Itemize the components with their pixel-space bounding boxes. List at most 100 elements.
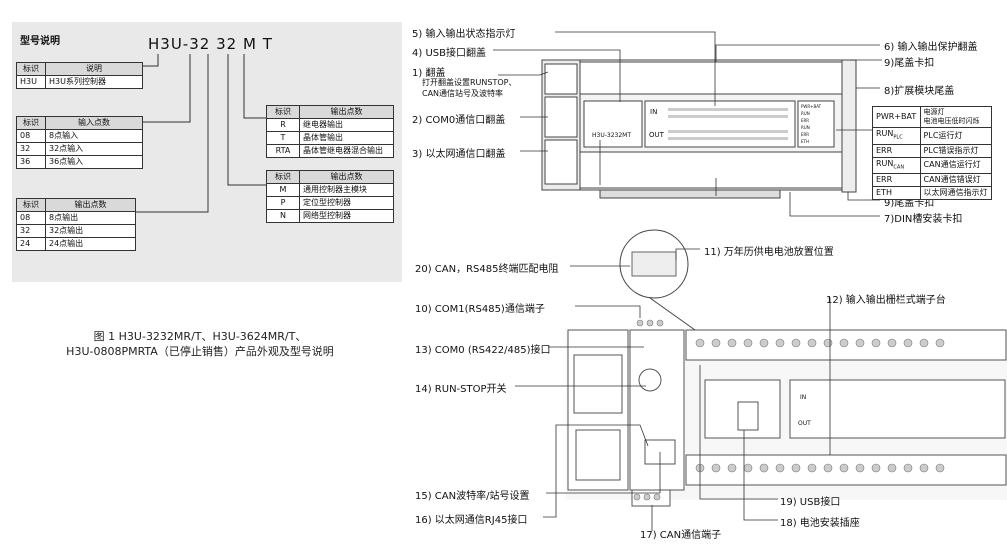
cell: PWR+BAT: [872, 106, 921, 128]
label-tail-clip-top: 9)尾盖卡扣: [884, 58, 935, 69]
cell: ETH: [872, 186, 921, 201]
model-prefix: H3U-: [148, 35, 190, 53]
input-header-id: 标识: [16, 116, 46, 130]
model-part-type: M: [242, 35, 257, 53]
series-cell-desc: H3U系列控制器: [45, 75, 143, 89]
cell: 36: [16, 155, 46, 169]
figure-caption-line2: H3U-0808PMRTA（已停止销售）产品外观及型号说明: [66, 345, 334, 358]
zoom-connector: [649, 297, 696, 331]
label-tail-clip-bottom: 9)尾盖卡扣: [884, 198, 935, 209]
model-part-outputs: 32: [216, 35, 238, 53]
series-header-desc: 说明: [45, 62, 143, 76]
label-battery-location: 11) 万年历供电电池放置位置: [704, 247, 834, 258]
cell: 晶体管继电器混合输出: [299, 144, 394, 158]
cell: RUNCAN: [872, 156, 921, 175]
zoom-inset-board: [631, 251, 677, 277]
cell-text: RUN: [876, 129, 894, 138]
label-can-baud-setting: 15) CAN波特率/站号设置: [415, 491, 530, 502]
cell: PLC错误指示灯: [919, 143, 993, 158]
cell: 36点输入: [45, 155, 143, 169]
label-terminal-block: 12) 输入输出栅栏式端子台: [826, 295, 946, 306]
detail-leaders: [515, 248, 831, 531]
device-in-label: IN: [650, 108, 658, 116]
label-rj45-port: 16) 以太网通信RJ45接口: [415, 515, 528, 526]
input-header-desc: 输入点数: [45, 116, 143, 130]
device-led-labels: PWR+BAT RUN ERR RUN ERR ETH: [801, 103, 821, 145]
cell: PLC运行灯: [919, 127, 993, 145]
output-header-desc: 输出点数: [45, 198, 136, 212]
io-leds: [668, 108, 788, 140]
label-com1-terminal: 10) COM1(RS485)通信端子: [415, 304, 545, 315]
label-flip-cover-desc1: 打开翻盖设置RUNSTOP、: [422, 78, 517, 87]
label-din-clip: 7)DIN槽安装卡扣: [884, 214, 963, 225]
label-ethernet-cover: 3) 以太网通信口翻盖: [412, 149, 506, 160]
model-code: H3U-32 32 M T: [148, 35, 273, 53]
can-tag: CAN: [893, 164, 905, 171]
otype-header-id: 标识: [266, 105, 300, 119]
label-usb-cover: 4) USB接口翻盖: [412, 48, 486, 59]
led-label: RUN: [801, 125, 810, 130]
cell: 网络型控制器: [299, 209, 394, 223]
cell: 24点输出: [45, 237, 136, 251]
label-io-protect-cover: 6) 输入输出保护翻盖: [884, 42, 978, 53]
cell: RTA: [266, 144, 300, 158]
model-part-inputs: 32: [189, 35, 211, 53]
led-label: ERR: [801, 132, 810, 137]
led-label: PWR+BAT: [801, 104, 822, 109]
series-cell-id: H3U: [16, 75, 46, 89]
label-flip-cover: 1) 翻盖: [412, 68, 446, 79]
cell: 电源灯 电池电压低时闪烁: [919, 106, 993, 128]
ctype-header-desc: 输出点数: [299, 170, 394, 184]
plc-top-view: [541, 59, 857, 199]
label-com0-port: 13) COM0 (RS422/485)接口: [415, 345, 551, 356]
cell: ERR: [872, 173, 921, 188]
label-flip-cover-desc2: CAN通信站号及波特率: [422, 89, 504, 98]
cell: CAN通信运行灯: [919, 156, 993, 175]
device-model-label: H3U-3232MT: [592, 132, 631, 139]
model-code-connectors: [136, 54, 266, 213]
series-header-id: 标识: [16, 62, 46, 76]
label-battery-socket: 18) 电池安装插座: [780, 518, 860, 529]
terminal-screws: [633, 319, 945, 501]
model-section-title: 型号说明: [20, 36, 60, 47]
cell-text: RUN: [876, 158, 894, 168]
cell: 以太网通信指示灯: [919, 186, 993, 201]
led-label: ETH: [801, 139, 809, 144]
label-com0-cover: 2) COM0通信口翻盖: [412, 115, 506, 126]
led-label: RUN: [801, 111, 810, 116]
model-part-output-kind: T: [262, 35, 273, 53]
top-leaders: [493, 31, 882, 217]
label-io-status-led: 5) 输入输出状态指示灯: [412, 29, 516, 40]
label-can-terminal: 17) CAN通信端子: [640, 530, 722, 541]
plc-tag: PLC: [893, 134, 903, 141]
cell: CAN通信错误灯: [919, 173, 993, 188]
detail-out-label: OUT: [798, 420, 811, 427]
cell: RUNPLC: [872, 127, 921, 145]
label-usb-port: 19) USB接口: [780, 497, 841, 508]
device-out-label: OUT: [649, 131, 664, 139]
plc-detail-view: [566, 329, 1007, 507]
label-termination-resistor: 20) CAN，RS485终端匹配电阻: [415, 264, 559, 275]
detail-in-label: IN: [800, 394, 807, 401]
cell: ERR: [872, 143, 921, 158]
label-run-stop-switch: 14) RUN-STOP开关: [415, 384, 507, 395]
